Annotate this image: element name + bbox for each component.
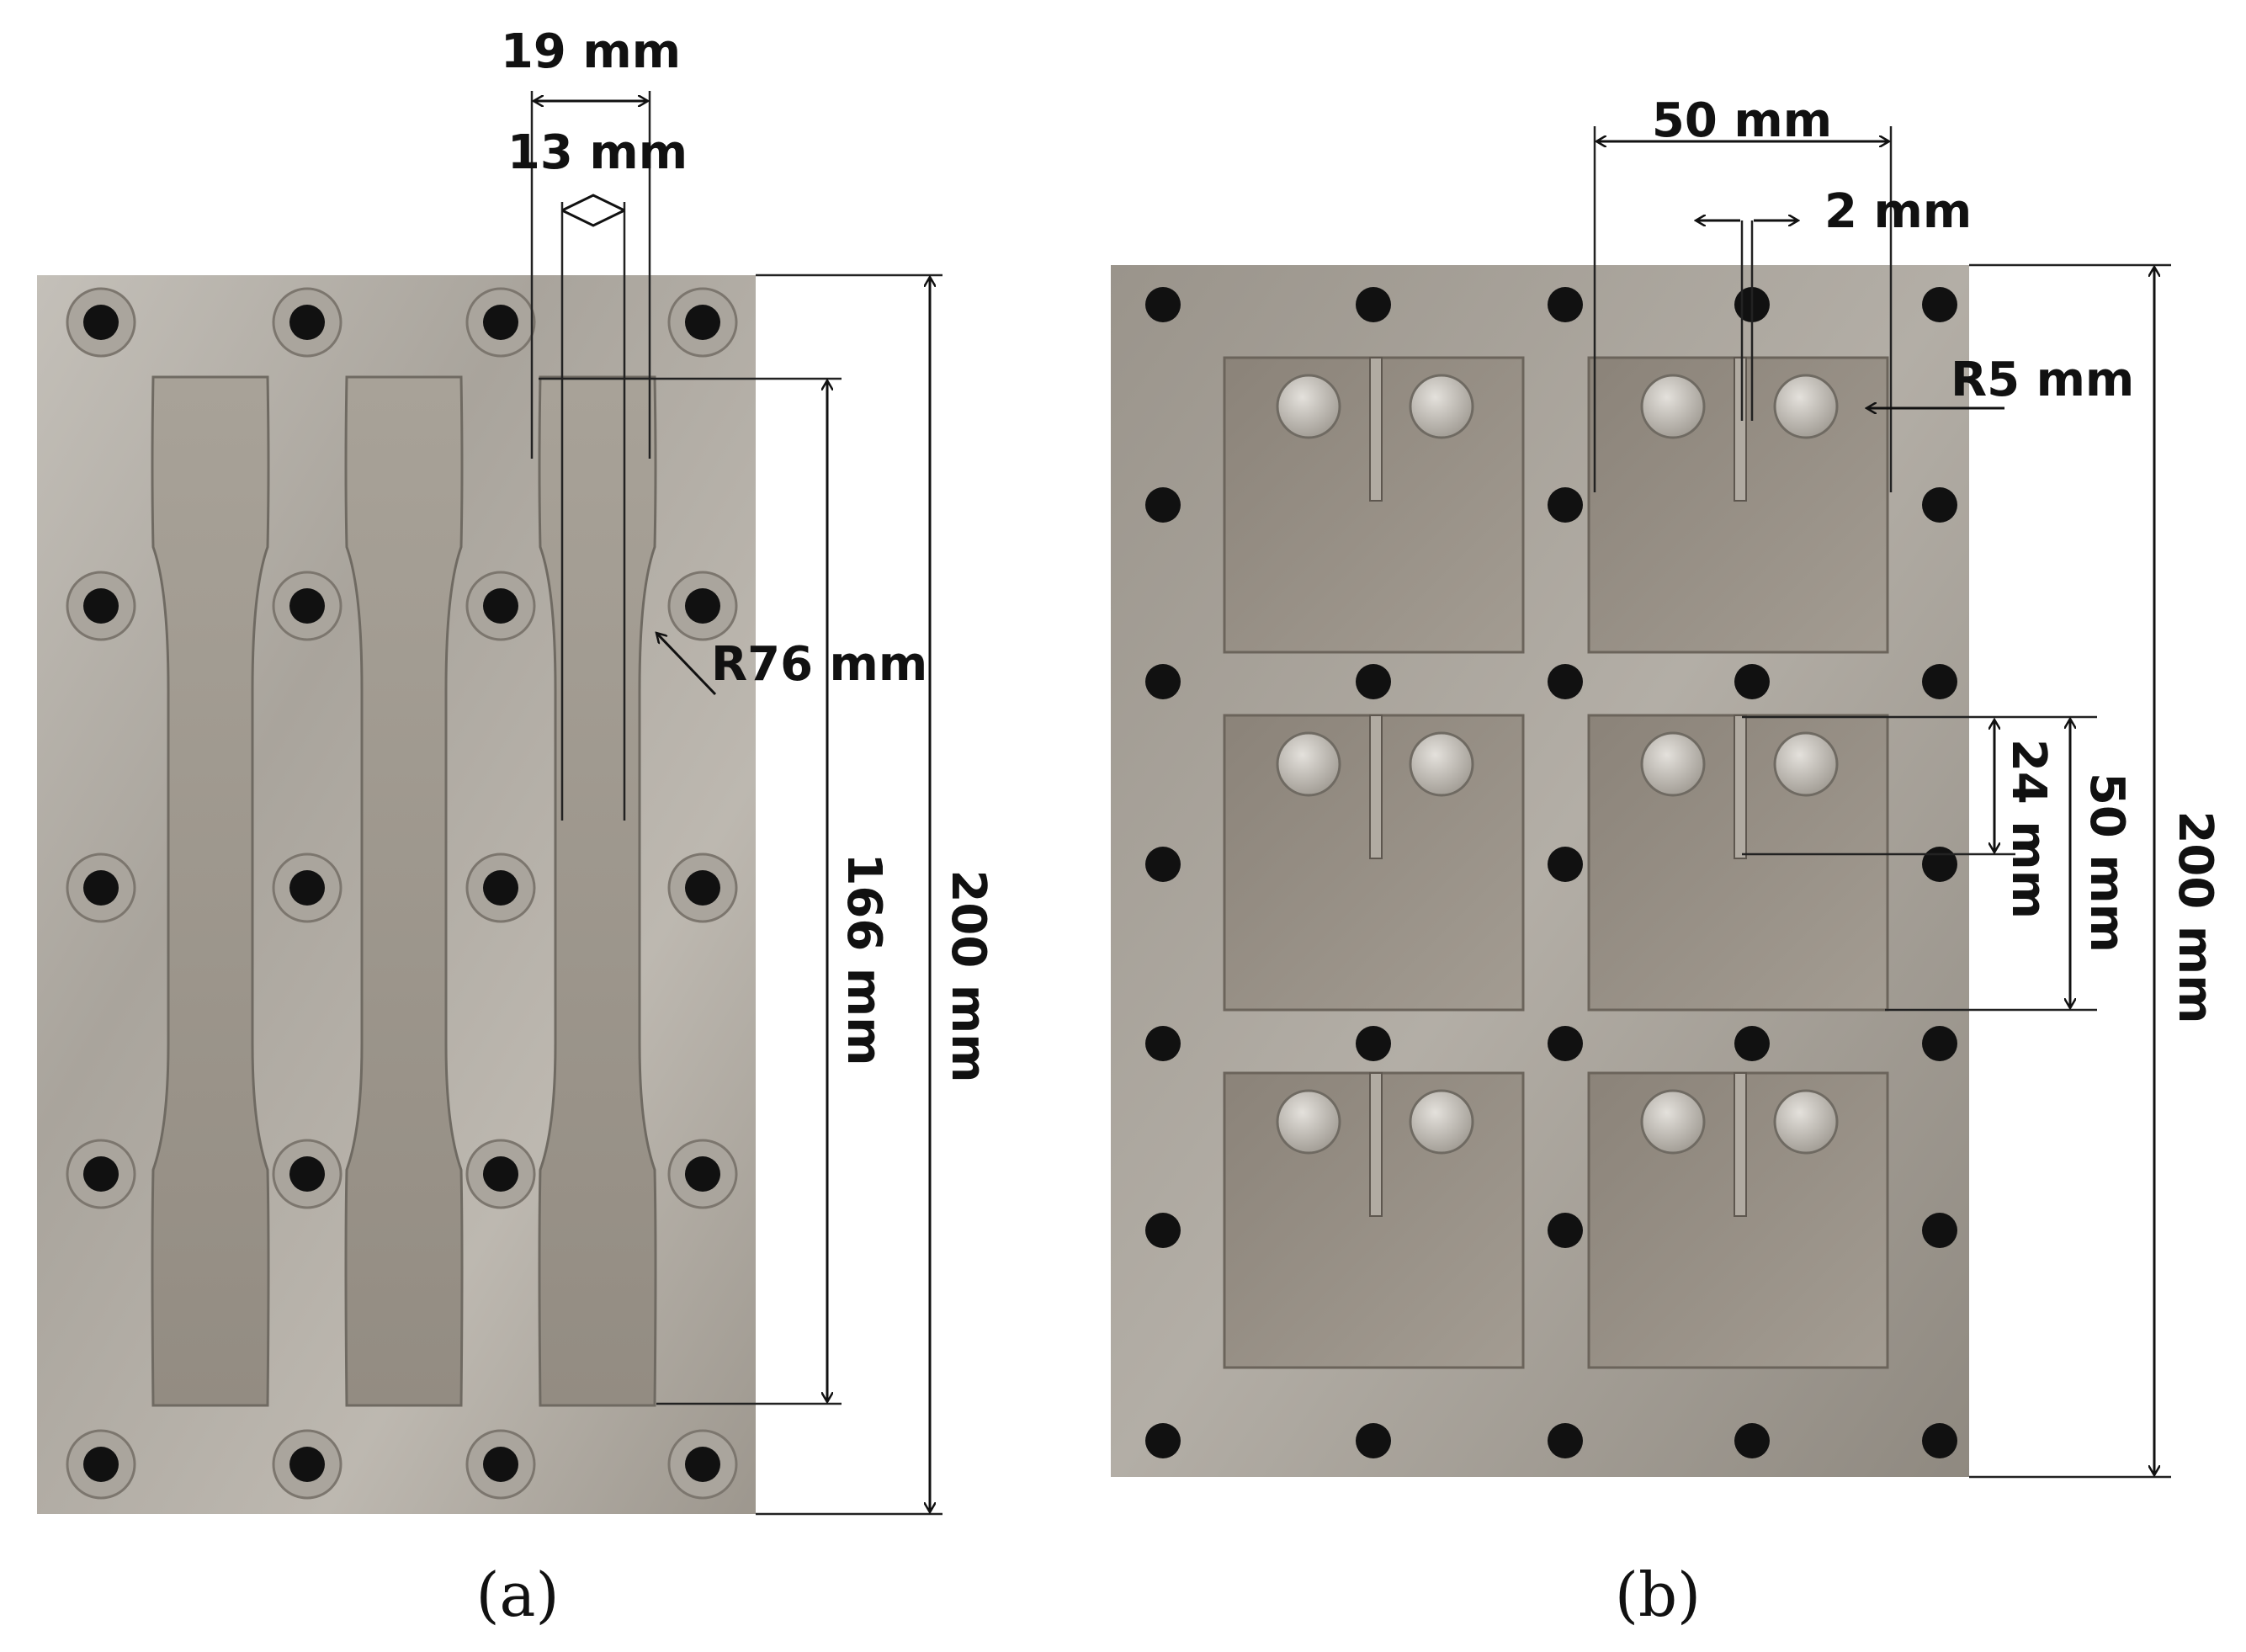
bolt-hole-icon [83,588,119,624]
bolt-hole-icon [1734,1423,1770,1458]
pin-icon [1640,374,1706,439]
notch-blade [1734,714,1747,859]
bolt-hole-icon [1145,1213,1181,1248]
bolt-hole-icon [1548,1213,1583,1248]
panel-b [1111,265,1969,1477]
bolt-hole-icon [483,1156,518,1192]
dim-r76mm: R76 mm [711,637,927,692]
bolt-hole-icon [1548,487,1583,523]
dim-r5mm: R5 mm [1951,353,2134,407]
pin-icon [1640,1089,1706,1155]
bolt-hole-icon [1548,664,1583,699]
bolt-hole-icon [83,1156,119,1192]
bolt-hole-icon [685,1447,720,1482]
bolt-hole-icon [1356,1423,1391,1458]
bolt-hole-icon [289,870,325,906]
pin-icon [1773,1089,1839,1155]
bolt-hole-icon [289,1156,325,1192]
bolt-hole-icon [1145,1423,1181,1458]
cells-b [1223,356,1889,1369]
dim-50mm-side: 50 mm [2079,773,2134,953]
notch-blade [1369,1072,1383,1217]
panel-a [37,275,756,1514]
bolt-hole-icon [1734,1026,1770,1061]
bolt-hole-icon [1145,664,1181,699]
pin-icon [1409,374,1474,439]
bolt-hole-icon [1922,487,1957,523]
pin-icon [1773,374,1839,439]
pin-icon [1409,1089,1474,1155]
notch-blade [1734,357,1747,502]
bolt-hole-icon [685,870,720,906]
slot-a-3 [538,375,657,1407]
pin-icon [1409,731,1474,797]
bolt-hole-icon [1548,1423,1583,1458]
pin-icon [1640,731,1706,797]
bolt-hole-icon [1548,847,1583,882]
slot-a-2 [344,375,464,1407]
bolt-hole-icon [483,305,518,340]
bolt-hole-icon [289,588,325,624]
dim-19mm: 19 mm [501,24,681,79]
dim-166mm: 166 mm [836,853,891,1065]
pin-icon [1276,731,1341,797]
bolt-hole-icon [1145,847,1181,882]
bolt-hole-icon [1145,287,1181,322]
bolt-hole-icon [1548,287,1583,322]
dims-a: 19 mm 13 mm R76 mm 166 mm 200 mm [501,24,996,1516]
notch-blade [1369,357,1383,502]
dim-200mm-b: 200 mm [2168,810,2222,1023]
dims-b: 50 mm 2 mm R5 mm 24 mm 50 mm 200 mm [1593,93,2222,1479]
bolt-hole-icon [289,1447,325,1482]
bolt-hole-icon [1922,664,1957,699]
bolt-hole-icon [1922,1213,1957,1248]
bolt-hole-icon [685,305,720,340]
bolt-hole-icon [1145,1026,1181,1061]
slot-a-1 [151,375,270,1407]
holes-a [66,287,738,1500]
bolt-hole-icon [685,588,720,624]
bolt-hole-icon [83,870,119,906]
bolt-hole-icon [1922,847,1957,882]
bolt-hole-icon [483,1447,518,1482]
bolt-hole-icon [1922,1423,1957,1458]
bolt-hole-icon [1922,287,1957,322]
bolt-hole-icon [1356,1026,1391,1061]
bolt-hole-icon [1922,1026,1957,1061]
notch-blade [1369,714,1383,859]
bolt-hole-icon [289,305,325,340]
notch-blade [1734,1072,1747,1217]
pin-icon [1276,374,1341,439]
bolt-hole-icon [1548,1026,1583,1061]
bolt-hole-icon [483,588,518,624]
bolt-hole-icon [1734,664,1770,699]
caption-a: (a) [475,1559,559,1630]
dim-200mm-a: 200 mm [941,869,996,1082]
bolt-hole-icon [83,305,119,340]
pin-icon [1773,731,1839,797]
bolt-hole-icon [1356,287,1391,322]
caption-b: (b) [1615,1559,1701,1630]
bolt-hole-icon [1145,487,1181,523]
dim-24mm: 24 mm [2001,739,2056,919]
pin-icon [1276,1089,1341,1155]
bolt-hole-icon [685,1156,720,1192]
dim-50mm-top: 50 mm [1652,93,1832,148]
bolt-hole-icon [1356,664,1391,699]
bolt-hole-icon [483,870,518,906]
dim-13mm: 13 mm [507,125,688,180]
dim-2mm: 2 mm [1824,184,1972,239]
bolt-hole-icon [83,1447,119,1482]
